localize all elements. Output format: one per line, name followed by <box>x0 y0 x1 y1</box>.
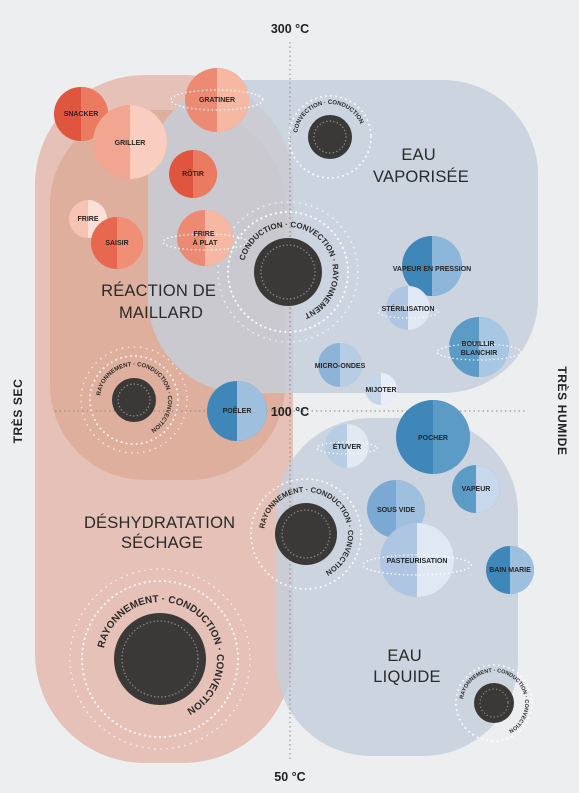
technique-micro-ondes[interactable]: MICRO-ONDES <box>315 343 366 387</box>
temp-top: 300 °C <box>271 22 309 36</box>
technique-vapeur[interactable]: VAPEUR <box>452 465 500 513</box>
hub-inner-dots <box>117 383 151 417</box>
temp-mid: 100 °C <box>271 405 309 419</box>
technique-label: RÔTIR <box>182 169 204 178</box>
heat-hub <box>112 378 156 422</box>
hub-halo <box>250 478 362 590</box>
technique-rotir[interactable]: RÔTIR <box>169 150 217 198</box>
zone-title-vaporisee: EAU VAPORISÉE <box>373 146 469 186</box>
hub-inner-dots <box>281 509 331 559</box>
technique-bouillir-blanchir[interactable]: BOUILLIR BLANCHIR <box>436 317 522 377</box>
technique-label: SOUS VIDE <box>377 507 415 514</box>
technique-label: VAPEUR <box>462 486 491 493</box>
hub-inner-dots <box>479 688 509 718</box>
hub-halo <box>288 95 372 179</box>
technique-pasteurisation[interactable]: PASTEURISATION <box>362 523 472 597</box>
technique-label: MICRO-ONDES <box>315 363 366 370</box>
technique-label: FRIRE <box>78 216 99 223</box>
heat-hub <box>254 238 322 306</box>
hub-inner-dots <box>121 620 199 698</box>
technique-label: ÉTUVER <box>333 442 361 451</box>
technique-gratiner[interactable]: GRATINER <box>170 68 264 132</box>
technique-label: PASTEURISATION <box>387 558 448 565</box>
technique-label: POCHER <box>418 435 448 442</box>
technique-label: BAIN MARIE <box>489 567 531 574</box>
technique-frire-a-plat[interactable]: FRIRE À PLAT <box>162 210 248 266</box>
technique-poeler[interactable]: POÊLER <box>207 381 267 441</box>
hub-halo <box>455 664 533 742</box>
hub-halo <box>81 580 239 738</box>
zone-title-liquide: EAU LIQUIDE <box>373 647 440 686</box>
technique-mijoter[interactable]: MIJOTER <box>365 373 397 405</box>
heat-hub <box>308 115 352 159</box>
zone-title-deshydratation: DÉSHYDRATATION SÉCHAGE <box>84 513 240 552</box>
heat-hub <box>275 503 337 565</box>
technique-label: BOUILLIR BLANCHIR <box>461 341 498 357</box>
technique-vapeur-en-pression[interactable]: VAPEUR EN PRESSION <box>393 236 471 296</box>
technique-label: GRATINER <box>199 97 235 104</box>
hub-halo <box>227 211 349 333</box>
temp-bottom: 50 °C <box>274 770 305 784</box>
technique-label: SAISIR <box>105 240 128 247</box>
hub-halo <box>89 355 179 445</box>
technique-pocher[interactable]: POCHER <box>396 400 470 474</box>
technique-saisir[interactable]: SAISIR <box>91 217 143 269</box>
technique-sterilisation[interactable]: STÉRILISATION <box>377 286 439 330</box>
hub-halo <box>80 346 188 454</box>
technique-bain-marie[interactable]: BAIN MARIE <box>486 546 534 594</box>
side-label-tres-humide: TRÈS HUMIDE <box>555 366 570 455</box>
hub-inner-dots <box>260 244 316 300</box>
technique-label: VAPEUR EN PRESSION <box>393 266 471 273</box>
technique-label: STÉRILISATION <box>382 304 435 313</box>
technique-label: POÊLER <box>223 406 252 415</box>
heat-hub <box>114 613 206 705</box>
technique-label: GRILLER <box>115 140 146 147</box>
hub-halo <box>69 568 251 750</box>
hub-halo <box>217 201 359 343</box>
technique-label: SNACKER <box>64 111 99 118</box>
technique-griller[interactable]: GRILLER <box>93 105 167 179</box>
hub-inner-dots <box>313 120 347 154</box>
technique-etuver[interactable]: ÉTUVER <box>316 424 378 468</box>
zone-title-maillard: RÉACTION DE MAILLARD <box>101 281 221 322</box>
zone-vaporisee <box>148 80 538 393</box>
technique-label: MIJOTER <box>365 387 396 394</box>
technique-label: FRIRE À PLAT <box>193 231 218 247</box>
side-label-tres-sec: TRÈS SEC <box>10 379 25 444</box>
